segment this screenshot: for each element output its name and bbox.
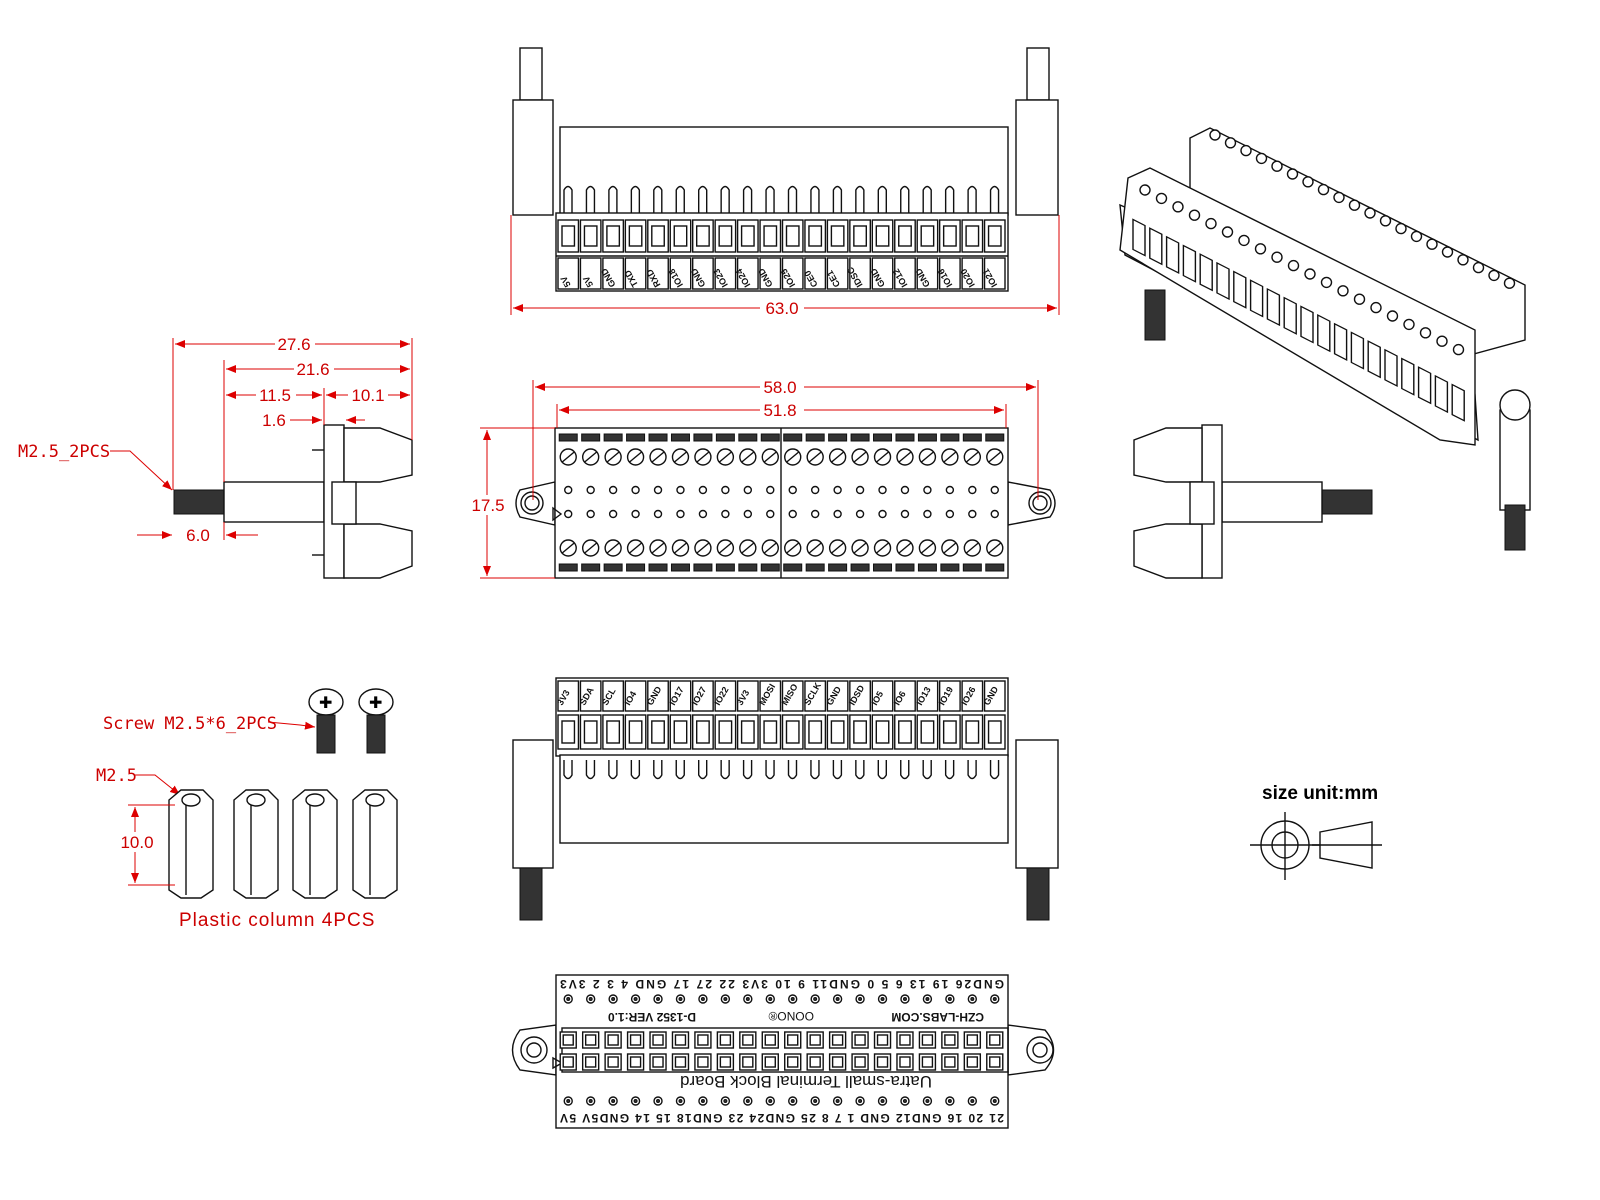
standoff-thread-right	[1026, 47, 1050, 101]
callout-column-thread: M2.5	[96, 766, 137, 786]
terminal-slot	[938, 219, 961, 253]
standoff-left	[512, 99, 554, 216]
terminal-label-top: 5V	[559, 274, 573, 289]
board-model: D-1352 VER:1.0	[608, 1010, 696, 1024]
dim-side-plate: 1.6	[262, 411, 286, 430]
dim-front-height: 17.5	[471, 496, 504, 515]
terminal-slot	[804, 714, 827, 750]
dim-column-height: 10.0	[120, 833, 153, 852]
terminal-slot	[579, 714, 602, 750]
terminal-slot	[849, 219, 871, 253]
terminal-slot	[736, 714, 759, 750]
terminal-slot	[938, 714, 961, 750]
terminal-slot	[692, 714, 714, 750]
terminal-body	[559, 126, 1009, 216]
terminal-slot	[714, 714, 737, 750]
dim-side-b: 10.1	[351, 386, 384, 405]
dim-side-total: 27.6	[277, 335, 310, 354]
callout-column: Plastic column 4PCS	[179, 910, 375, 931]
board-brand: OONO®	[768, 1009, 814, 1023]
callout-bolt: M2.5_2PCS	[18, 442, 110, 462]
svg-text:✚: ✚	[319, 695, 332, 712]
dim-side-thread: 6.0	[186, 526, 210, 545]
terminal-slot	[894, 219, 916, 253]
terminal-slot	[579, 219, 602, 253]
terminal-slot	[826, 714, 849, 750]
callout-screw: Screw M2.5*6_2PCS	[103, 714, 277, 734]
terminal-slot	[714, 219, 737, 253]
terminal-slot	[894, 714, 916, 750]
terminal-slot	[602, 219, 625, 253]
terminal-slot	[557, 219, 580, 253]
terminal-slot	[916, 714, 939, 750]
isometric-view	[1119, 127, 1531, 551]
terminal-slot	[961, 219, 984, 253]
terminal-slot	[983, 714, 1006, 750]
terminal-slot	[759, 219, 782, 253]
terminal-slot	[669, 714, 692, 750]
svg-text:✚: ✚	[369, 695, 382, 712]
terminal-slot	[849, 714, 871, 750]
dim-side-body: 21.6	[296, 360, 329, 379]
terminal-slot	[557, 714, 580, 750]
front-view: 58.0 51.8 17.5	[470, 378, 1056, 579]
dim-front-inner: 51.8	[763, 401, 796, 420]
size-unit-label: size unit:mm	[1262, 783, 1378, 804]
terminal-slot	[871, 219, 894, 253]
terminal-slot	[781, 714, 804, 750]
terminal-slot	[736, 219, 759, 253]
terminal-slot	[759, 714, 782, 750]
board-top-pins: GND26 19 13 6 5 0 GND11 9 10 3V3 22 27 1…	[560, 977, 1004, 991]
terminal-slot	[961, 714, 984, 750]
board-name: Uatra-small Terminal Block Board	[680, 1072, 932, 1091]
terminal-slot	[647, 219, 669, 253]
left-side-view: 27.6 21.6 11.5 10.1 1.6 6.0 M2.5_2PCS	[18, 334, 413, 579]
screw-icon: ✚ ✚	[308, 688, 394, 754]
plastic-columns	[168, 789, 398, 899]
dim-top-width: 63.0	[765, 299, 798, 318]
standoff-right	[1015, 99, 1059, 216]
dim-side-a: 11.5	[259, 386, 291, 405]
dim-front-outer: 58.0	[763, 378, 796, 397]
terminal-slot	[983, 219, 1006, 253]
terminal-slot	[804, 219, 827, 253]
pcb-board: GND26 19 13 6 5 0 GND11 9 10 3V3 22 27 1…	[511, 974, 1055, 1129]
terminal-slot	[647, 714, 669, 750]
terminal-slot	[871, 714, 894, 750]
terminal-slot	[602, 714, 625, 750]
board-bottom-pins: 21 20 16 GND12 GND 1 7 8 25 GND24 23 GND…	[560, 1111, 1004, 1125]
terminal-slot	[916, 219, 939, 253]
standoff-thread-left	[519, 47, 543, 101]
board-site: CZH-LABS.COM	[891, 1010, 984, 1024]
terminal-label-top: 5V	[581, 274, 595, 289]
accessories: Screw M2.5*6_2PCS ✚ ✚ M2.5 10.0 Plastic …	[96, 688, 398, 931]
terminal-slot	[624, 714, 647, 750]
right-side-view	[1133, 424, 1373, 579]
terminal-slot	[781, 219, 804, 253]
terminal-slot	[826, 219, 849, 253]
projection-symbol: size unit:mm	[1250, 783, 1382, 880]
terminal-slot	[624, 219, 647, 253]
terminal-slot	[669, 219, 692, 253]
terminal-slot	[692, 219, 714, 253]
